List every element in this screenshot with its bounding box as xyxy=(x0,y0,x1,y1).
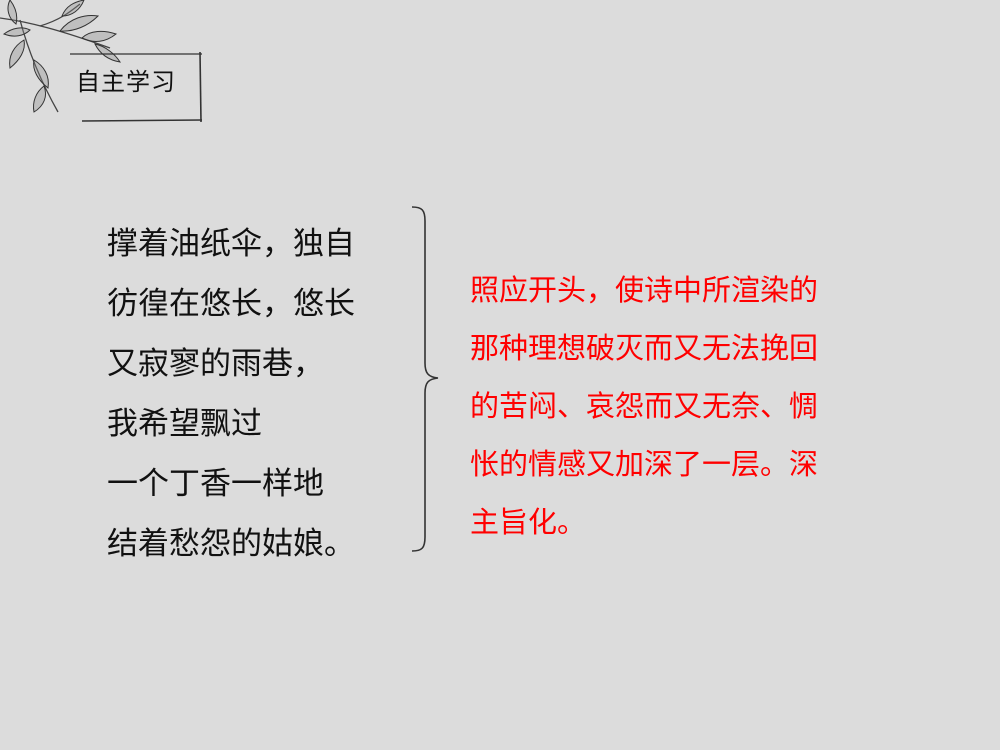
explanation-line: 的苦闷、哀怨而又无奈、惆 xyxy=(470,389,819,423)
explanation-line: 照应开头，使诗中所渲染的 xyxy=(470,273,819,307)
poem-line: 一个丁香一样地 xyxy=(107,466,324,502)
right-brace xyxy=(411,206,439,552)
poem-line: 撑着油纸伞，独自 xyxy=(107,226,355,262)
explanation-line: 那种理想破灭而又无法挽回 xyxy=(470,331,819,365)
explanation-line: 主旨化。 xyxy=(470,505,587,539)
section-title-box: 自主学习 xyxy=(68,50,202,122)
poem-stanza: 撑着油纸伞，独自 彷徨在悠长，悠长 又寂寥的雨巷， 我希望飘过 一个丁香一样地 … xyxy=(107,214,407,574)
explanation-line: 怅的情感又加深了一层。深 xyxy=(470,447,819,481)
poem-line: 结着愁怨的姑娘。 xyxy=(107,526,355,562)
title-frame xyxy=(70,51,202,122)
section-title: 自主学习 xyxy=(76,68,176,96)
poem-line: 我希望飘过 xyxy=(107,406,262,442)
poem-line: 又寂寥的雨巷， xyxy=(107,346,324,382)
leaf-branch-decoration xyxy=(0,0,122,113)
poem-line: 彷徨在悠长，悠长 xyxy=(107,286,355,322)
explanation-text: 照应开头，使诗中所渲染的 那种理想破灭而又无法挽回 的苦闷、哀怨而又无奈、惆 怅… xyxy=(470,261,870,551)
